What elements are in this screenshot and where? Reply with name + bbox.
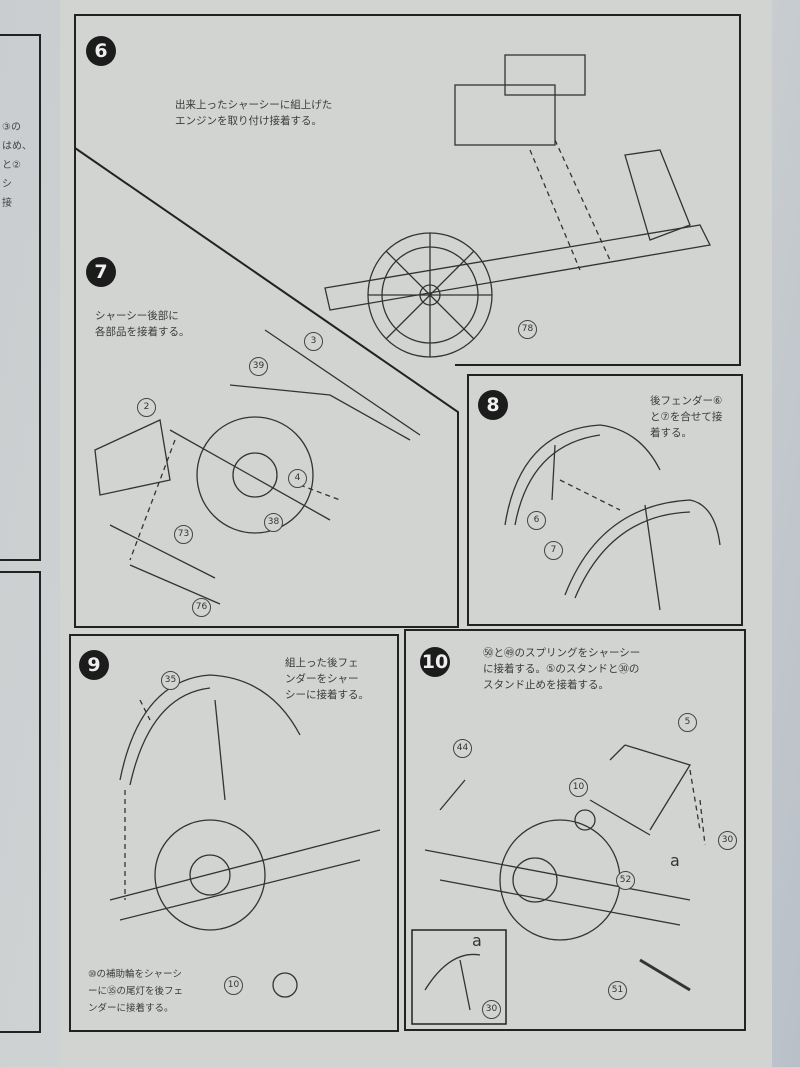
left-page-fragment: ③の はめ、 と② シ 接 bbox=[2, 122, 32, 209]
part-callout: 51 bbox=[608, 981, 627, 1000]
part-callout: 7 bbox=[544, 541, 563, 560]
left-panel-frame bbox=[0, 571, 41, 1033]
part-callout: 73 bbox=[174, 525, 193, 544]
step-9-instruction: 組上った後フェ ンダーをシャー シーに接着する。 bbox=[285, 657, 369, 701]
step-number-9: 9 bbox=[79, 650, 109, 680]
step-10-instruction: ㊿と㊾のスプリングをシャーシー に接着する。⑤のスタンドと㉚の スタンド止めを接… bbox=[483, 647, 641, 691]
part-callout: 35 bbox=[161, 671, 180, 690]
panel-6-frame bbox=[74, 14, 741, 366]
part-callout: 5 bbox=[678, 713, 697, 732]
rear-chassis-drawing bbox=[94, 329, 421, 605]
left-panel-frame bbox=[0, 34, 41, 561]
step-number-6: 6 bbox=[86, 36, 116, 66]
step-number-10: 10 bbox=[420, 647, 450, 677]
attachment-point-label: a bbox=[670, 851, 680, 870]
panel-7-frame bbox=[74, 146, 459, 628]
part-callout: 10 bbox=[224, 976, 243, 995]
part-callout: 44 bbox=[453, 739, 472, 758]
inset-attachment-label: a bbox=[472, 931, 482, 950]
part-callout: 30 bbox=[482, 1000, 501, 1019]
rear-fender-drawing bbox=[504, 424, 721, 611]
panel-8-frame bbox=[467, 374, 743, 626]
part-callout: 3 bbox=[304, 332, 323, 351]
part-callout: 78 bbox=[518, 320, 537, 339]
part-callout: 10 bbox=[569, 778, 588, 797]
part-callout: 76 bbox=[192, 598, 211, 617]
step-6-instruction: 出来上ったシャーシーに組上げた エンジンを取り付け接着する。 bbox=[175, 99, 333, 127]
step-9-note: ⑩の補助輪をシャーシ ーに㉟の尾灯を後フェ ンダーに接着する。 bbox=[88, 969, 184, 1014]
spring-stand-drawing bbox=[424, 744, 706, 1011]
part-callout: 4 bbox=[288, 469, 307, 488]
step-number-7: 7 bbox=[86, 257, 116, 287]
step-number-8: 8 bbox=[478, 390, 508, 420]
part-callout: 39 bbox=[249, 357, 268, 376]
panel-10-inset-frame bbox=[411, 929, 507, 1025]
part-callout: 6 bbox=[527, 511, 546, 530]
engine-chassis-drawing bbox=[324, 54, 711, 358]
part-callout: 38 bbox=[264, 513, 283, 532]
step-7-instruction: シャーシー後部に 各部品を接着する。 bbox=[95, 310, 190, 338]
fender-to-chassis-drawing bbox=[109, 674, 381, 998]
panel-10-frame bbox=[404, 629, 746, 1031]
part-callout: 2 bbox=[137, 398, 156, 417]
panel-9-frame bbox=[69, 634, 399, 1032]
part-callout: 30 bbox=[718, 831, 737, 850]
part-callout: 52 bbox=[616, 871, 635, 890]
step-8-instruction: 後フェンダー⑥ と⑦を合せて接 着する。 bbox=[650, 395, 723, 439]
